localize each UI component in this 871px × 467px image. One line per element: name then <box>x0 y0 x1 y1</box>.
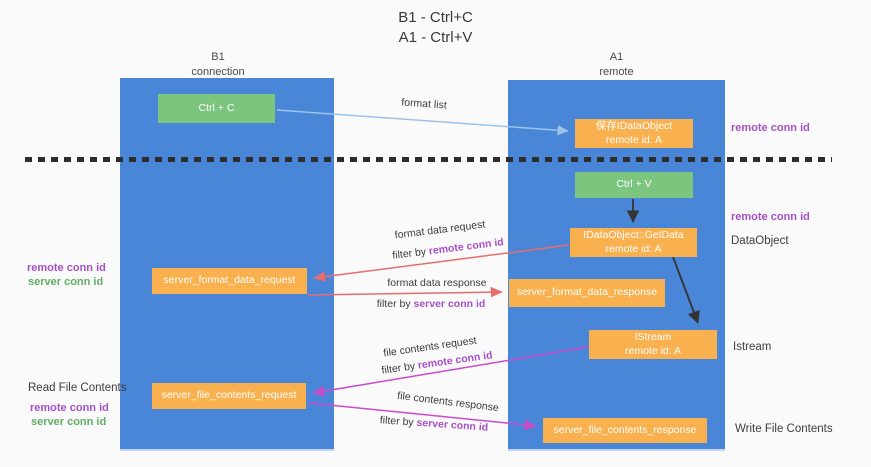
server-file-contents-request-label: server_file_contents_request <box>161 389 297 402</box>
save-idataobject-line1: 保存IDataObject <box>595 120 673 133</box>
format-list-edge-label: format list <box>400 96 448 112</box>
ctrl-v-label: Ctrl + V <box>616 178 652 191</box>
save-idataobject-line2: remote id: A <box>605 133 663 146</box>
dashed-divider <box>25 157 832 162</box>
format-data-response-edge-label: format data response <box>387 277 487 289</box>
filter-by-text: filter by <box>379 414 417 429</box>
server-file-contents-response-node: server_file_contents_response <box>543 418 707 443</box>
server-format-data-response-node: server_format_data_response <box>509 279 665 307</box>
server-format-data-request-label: server_format_data_request <box>163 274 296 287</box>
server-file-contents-request-node: server_file_contents_request <box>152 383 306 409</box>
save-idataobject-node: 保存IDataObject remote id: A <box>575 119 693 148</box>
filter-by-text: filter by <box>380 359 419 377</box>
server-file-contents-response-label: server_file_contents_response <box>553 423 697 436</box>
server-format-data-response-label: server_format_data_response <box>516 286 658 299</box>
file-contents-response-edge-label: file contents response <box>396 389 500 415</box>
lane-a1-sub: remote <box>599 65 634 78</box>
getdata-line2: remote id: A <box>605 242 662 255</box>
read-file-contents-label: Read File Contents <box>28 382 127 394</box>
lane-b1-name: B1 <box>211 51 225 63</box>
lane-b1-sub: connection <box>191 65 245 78</box>
server-format-data-request-node: server_format_data_request <box>152 268 307 294</box>
format-data-request-edge-label: format data request <box>394 218 486 242</box>
remote-conn-id-label-mid: remote conn id <box>731 211 810 223</box>
server-conn-id-highlight: server conn id <box>416 416 489 434</box>
istream-node: IStream remote id: A <box>589 330 717 359</box>
lane-a1-name: A1 <box>609 51 624 63</box>
left-remote-conn-id-2: remote conn id <box>30 402 109 414</box>
format-data-response-arrow <box>307 286 503 298</box>
ctrl-c-node: Ctrl + C <box>158 94 275 123</box>
remote-conn-id-highlight: remote conn id <box>428 236 505 258</box>
server-conn-id-highlight: server conn id <box>413 298 486 310</box>
getdata-line1: IDataObject::GetData <box>583 229 684 242</box>
ctrl-v-node: Ctrl + V <box>575 172 693 198</box>
ctrl-c-label: Ctrl + C <box>198 101 235 114</box>
format-data-response-filter-label: filter by server conn id <box>377 298 486 310</box>
istream-line1: IStream <box>634 331 672 344</box>
filter-by-text: filter by <box>391 245 430 262</box>
idataobject-getdata-node: IDataObject::GetData remote id: A <box>570 228 697 257</box>
istream-side-label: Istream <box>733 341 772 353</box>
dataobject-label: DataObject <box>731 235 789 247</box>
lane-header-a1: A1 remote <box>508 50 725 80</box>
left-server-conn-id-1: server conn id <box>28 276 104 288</box>
left-remote-conn-id-1: remote conn id <box>27 262 106 274</box>
diagram-title: B1 - Ctrl+C A1 - Ctrl+V <box>0 8 871 49</box>
lane-header-b1: B1 connection <box>120 50 316 80</box>
remote-conn-id-label-top: remote conn id <box>731 122 810 134</box>
format-data-request-filter-label: filter by remote conn id <box>392 236 505 262</box>
left-server-conn-id-2: server conn id <box>31 416 107 428</box>
istream-line2: remote id: A <box>624 344 682 357</box>
title-line-1: B1 - Ctrl+C <box>398 9 473 26</box>
filter-by-text: filter by <box>376 298 414 310</box>
write-file-contents-label: Write File Contents <box>735 423 833 435</box>
file-contents-response-filter-label: filter by server conn id <box>379 414 488 434</box>
title-line-2: A1 - Ctrl+V <box>398 29 473 47</box>
